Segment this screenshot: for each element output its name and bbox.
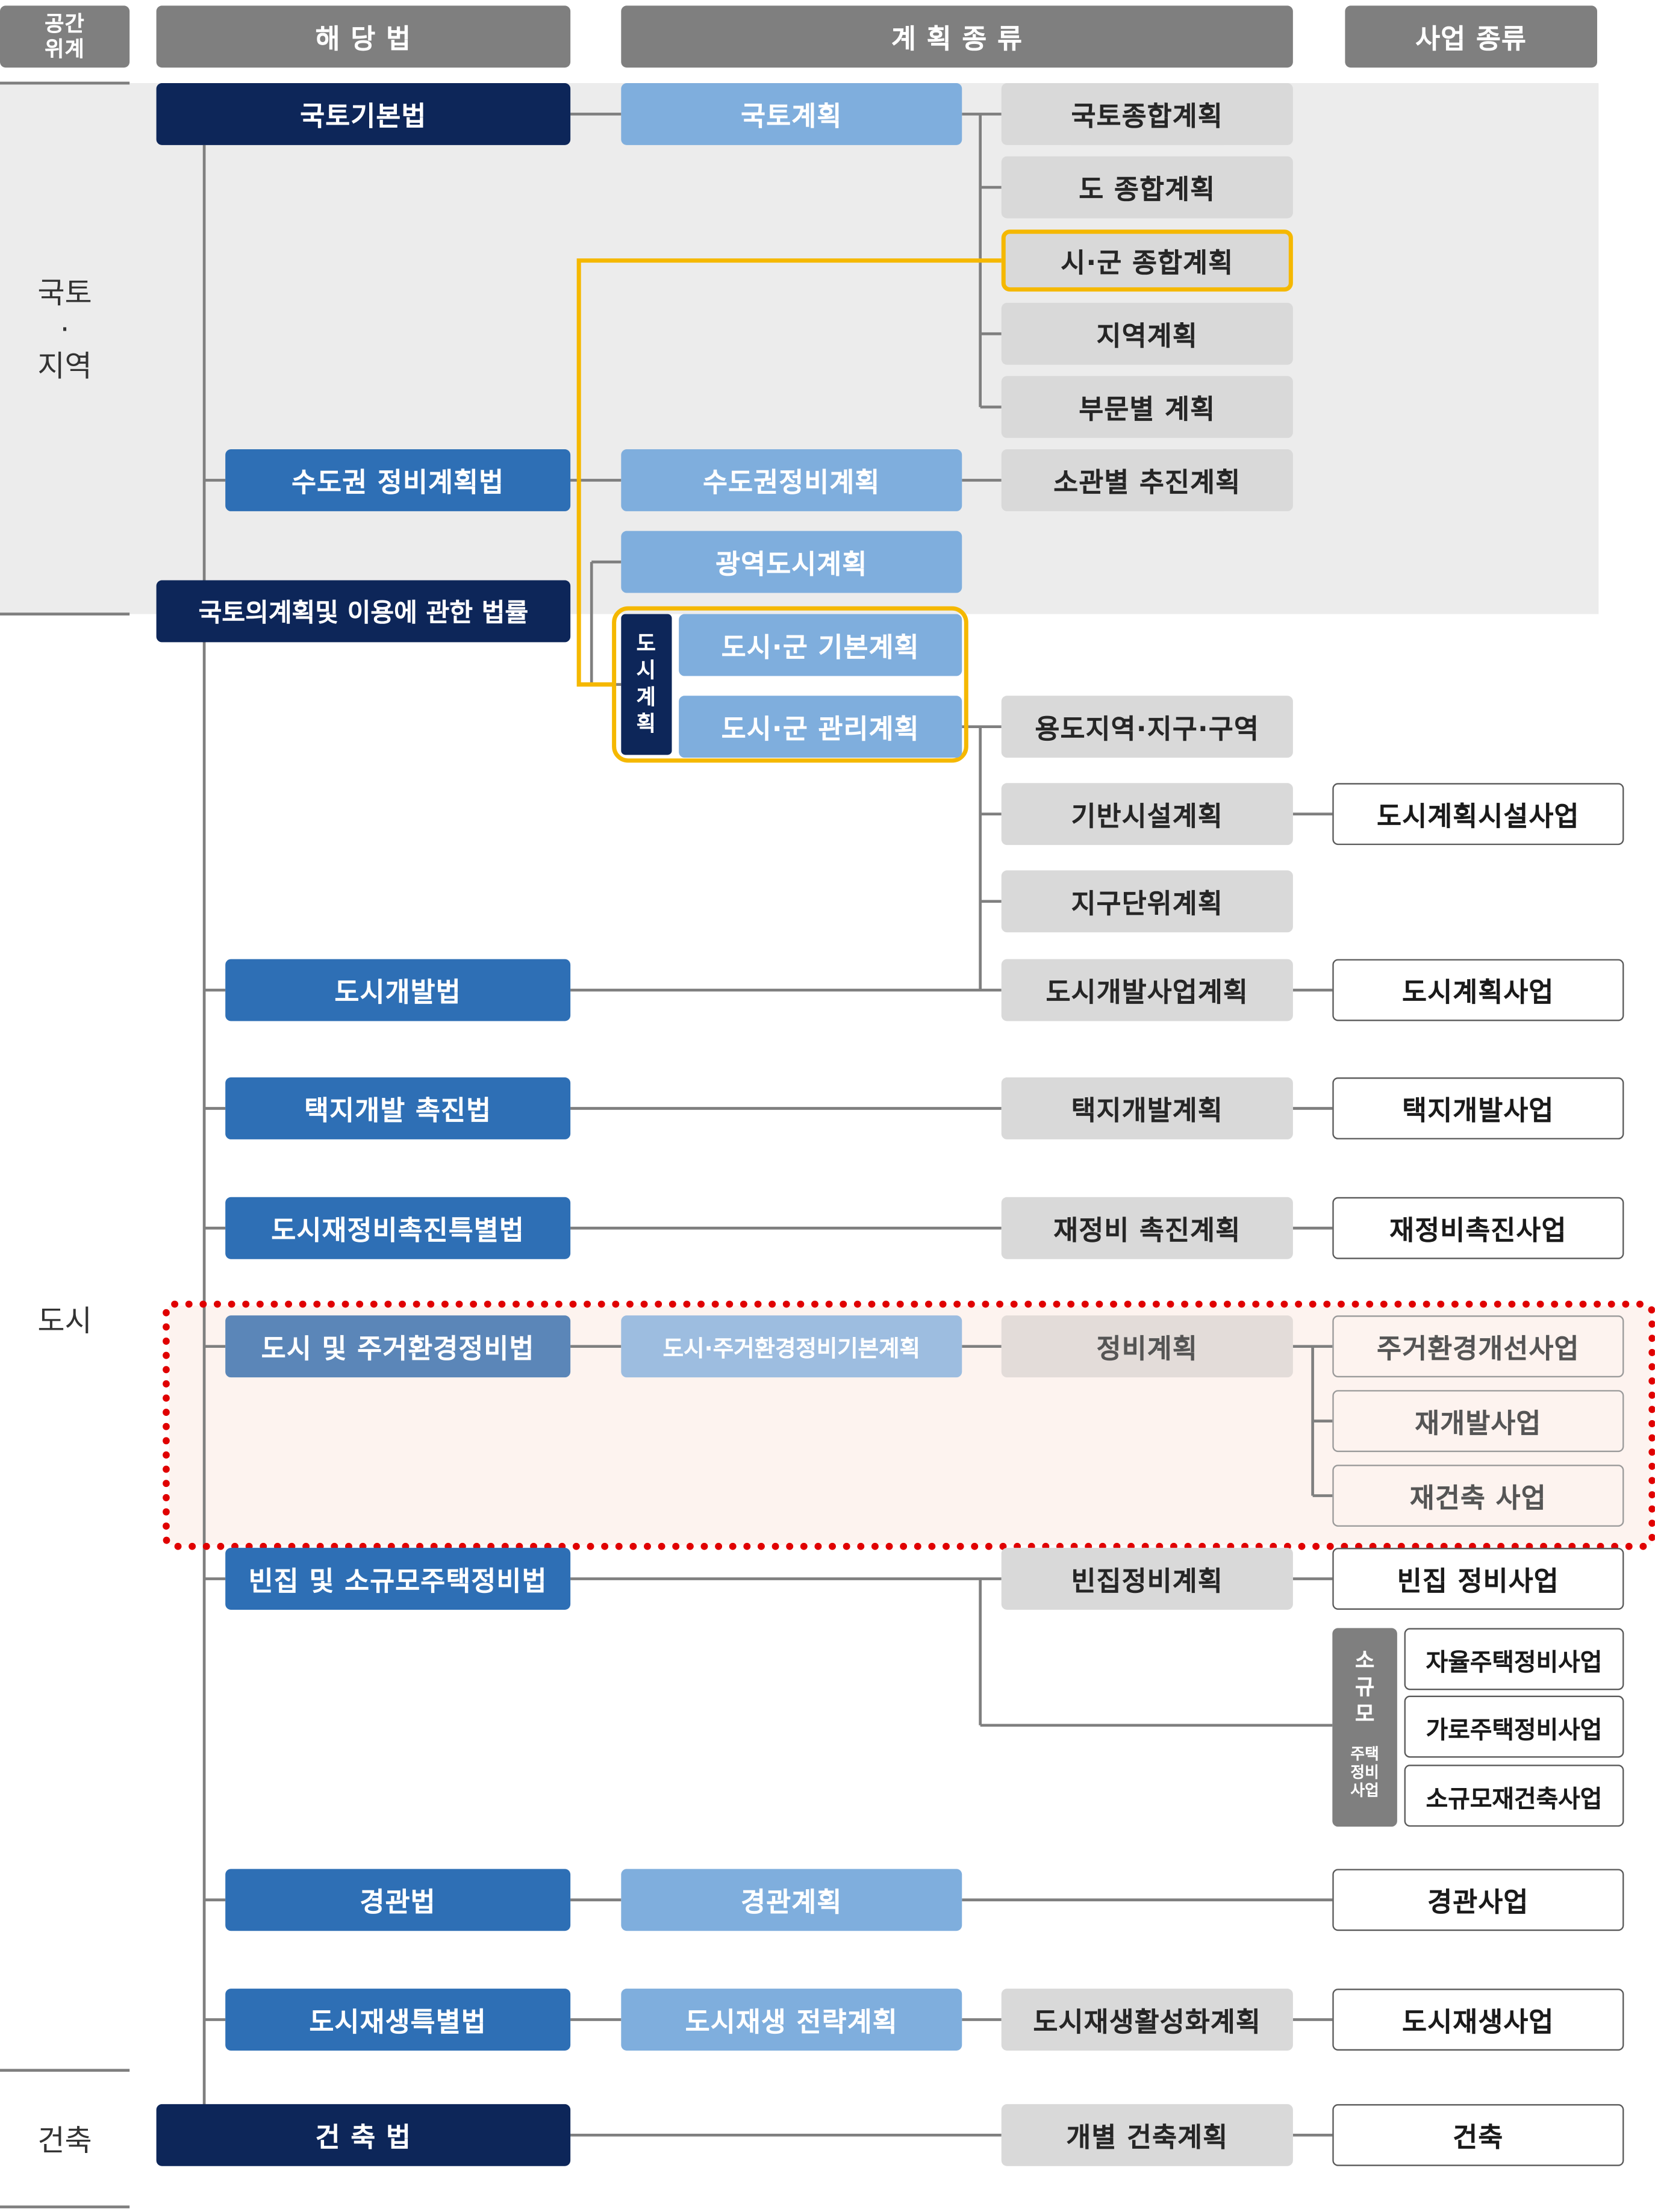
law-residential[interactable]: 도시 및 주거환경정비법	[225, 1315, 571, 1378]
plan-national[interactable]: 국토계획	[621, 83, 962, 145]
biz-building[interactable]: 건축	[1332, 2104, 1624, 2166]
subplan-regeneration[interactable]: 도시재생활성화계획	[1001, 1989, 1293, 2051]
residential-highlight	[163, 1300, 1655, 1550]
plan-capital[interactable]: 수도권정비계획	[621, 449, 962, 511]
law-building[interactable]: 건 축 법	[156, 2104, 571, 2166]
biz-housing-site[interactable]: 택지개발사업	[1332, 1077, 1624, 1139]
header-space: 공간 위계	[0, 5, 130, 68]
law-vacant[interactable]: 빈집 및 소규모주택정비법	[225, 1548, 571, 1610]
subplan-zoning[interactable]: 용도지역·지구·구역	[1001, 696, 1293, 758]
zone-building-label: 건축	[37, 2123, 92, 2158]
biz-autonomous[interactable]: 자율주택정비사업	[1404, 1628, 1624, 1690]
biz-small-recon[interactable]: 소규모재건축사업	[1404, 1765, 1624, 1827]
law-land-use[interactable]: 국토의계획및 이용에 관한 법률	[156, 580, 571, 643]
subplan-vacant[interactable]: 빈집정비계획	[1001, 1548, 1293, 1610]
biz-street[interactable]: 가로주택정비사업	[1404, 1695, 1624, 1758]
small-housing-subtitle: 주택 정비 사업	[1350, 1745, 1379, 1800]
small-housing-title: 소 규 모	[1354, 1648, 1375, 1727]
plan-metro[interactable]: 광역도시계획	[621, 531, 962, 593]
biz-urban[interactable]: 도시계획사업	[1332, 959, 1624, 1021]
subplan-infra[interactable]: 기반시설계획	[1001, 783, 1293, 846]
law-landscape[interactable]: 경관법	[225, 1869, 571, 1931]
subplan-housing-site[interactable]: 택지개발계획	[1001, 1077, 1293, 1139]
subplan-by-ministry[interactable]: 소관별 추진계획	[1001, 449, 1293, 511]
national-zone-bg	[0, 83, 1599, 614]
plan-residential-basic[interactable]: 도시·주거환경정비기본계획	[621, 1315, 962, 1378]
law-renewal-promo[interactable]: 도시재정비촉진특별법	[225, 1197, 571, 1259]
plan-city-group-label: 도 시 계 획	[621, 614, 672, 755]
zone-national-label: 국토 · 지역	[37, 276, 92, 384]
subplan-urban-dev[interactable]: 도시개발사업계획	[1001, 959, 1293, 1021]
subplan-national-comp[interactable]: 국토종합계획	[1001, 83, 1293, 145]
subplan-district[interactable]: 지구단위계획	[1001, 870, 1293, 933]
header-plan: 계 획 종 류	[621, 5, 1293, 68]
biz-regeneration[interactable]: 도시재생사업	[1332, 1989, 1624, 2051]
biz-vacant[interactable]: 빈집 정비사업	[1332, 1548, 1624, 1610]
biz-facility[interactable]: 도시계획시설사업	[1332, 783, 1624, 846]
biz-reconstruction[interactable]: 재건축 사업	[1332, 1465, 1624, 1527]
zone-city-label: 도시	[37, 1304, 92, 1338]
plan-regeneration[interactable]: 도시재생 전략계획	[621, 1989, 962, 2051]
subplan-province[interactable]: 도 종합계획	[1001, 156, 1293, 219]
subplan-sector[interactable]: 부문별 계획	[1001, 376, 1293, 438]
biz-residential-env[interactable]: 주거환경개선사업	[1332, 1315, 1624, 1378]
subplan-city-county[interactable]: 시·군 종합계획	[1001, 229, 1293, 292]
law-urban-dev[interactable]: 도시개발법	[225, 959, 571, 1021]
yellow-connector	[576, 258, 1002, 687]
law-regeneration[interactable]: 도시재생특별법	[225, 1989, 571, 2051]
plan-city-basic[interactable]: 도시·군 기본계획	[679, 614, 962, 676]
law-housing-site[interactable]: 택지개발 촉진법	[225, 1077, 571, 1139]
law-capital[interactable]: 수도권 정비계획법	[225, 449, 571, 511]
subplan-building[interactable]: 개별 건축계획	[1001, 2104, 1293, 2166]
plan-landscape[interactable]: 경관계획	[621, 1869, 962, 1931]
city-plan-highlight	[612, 606, 968, 763]
biz-landscape[interactable]: 경관사업	[1332, 1869, 1624, 1931]
small-housing-group-label: 소 규 모 주택 정비 사업	[1332, 1628, 1397, 1827]
subplan-regional[interactable]: 지역계획	[1001, 302, 1293, 365]
biz-renewal-promo[interactable]: 재정비촉진사업	[1332, 1197, 1624, 1259]
subplan-maintenance[interactable]: 정비계획	[1001, 1315, 1293, 1378]
header-law: 해 당 법	[156, 5, 571, 68]
plan-city-mgmt[interactable]: 도시·군 관리계획	[679, 696, 962, 758]
header-business: 사업 종류	[1345, 5, 1597, 68]
biz-redevelopment[interactable]: 재개발사업	[1332, 1390, 1624, 1453]
subplan-renewal-promo[interactable]: 재정비 촉진계획	[1001, 1197, 1293, 1259]
law-basic[interactable]: 국토기본법	[156, 83, 571, 145]
